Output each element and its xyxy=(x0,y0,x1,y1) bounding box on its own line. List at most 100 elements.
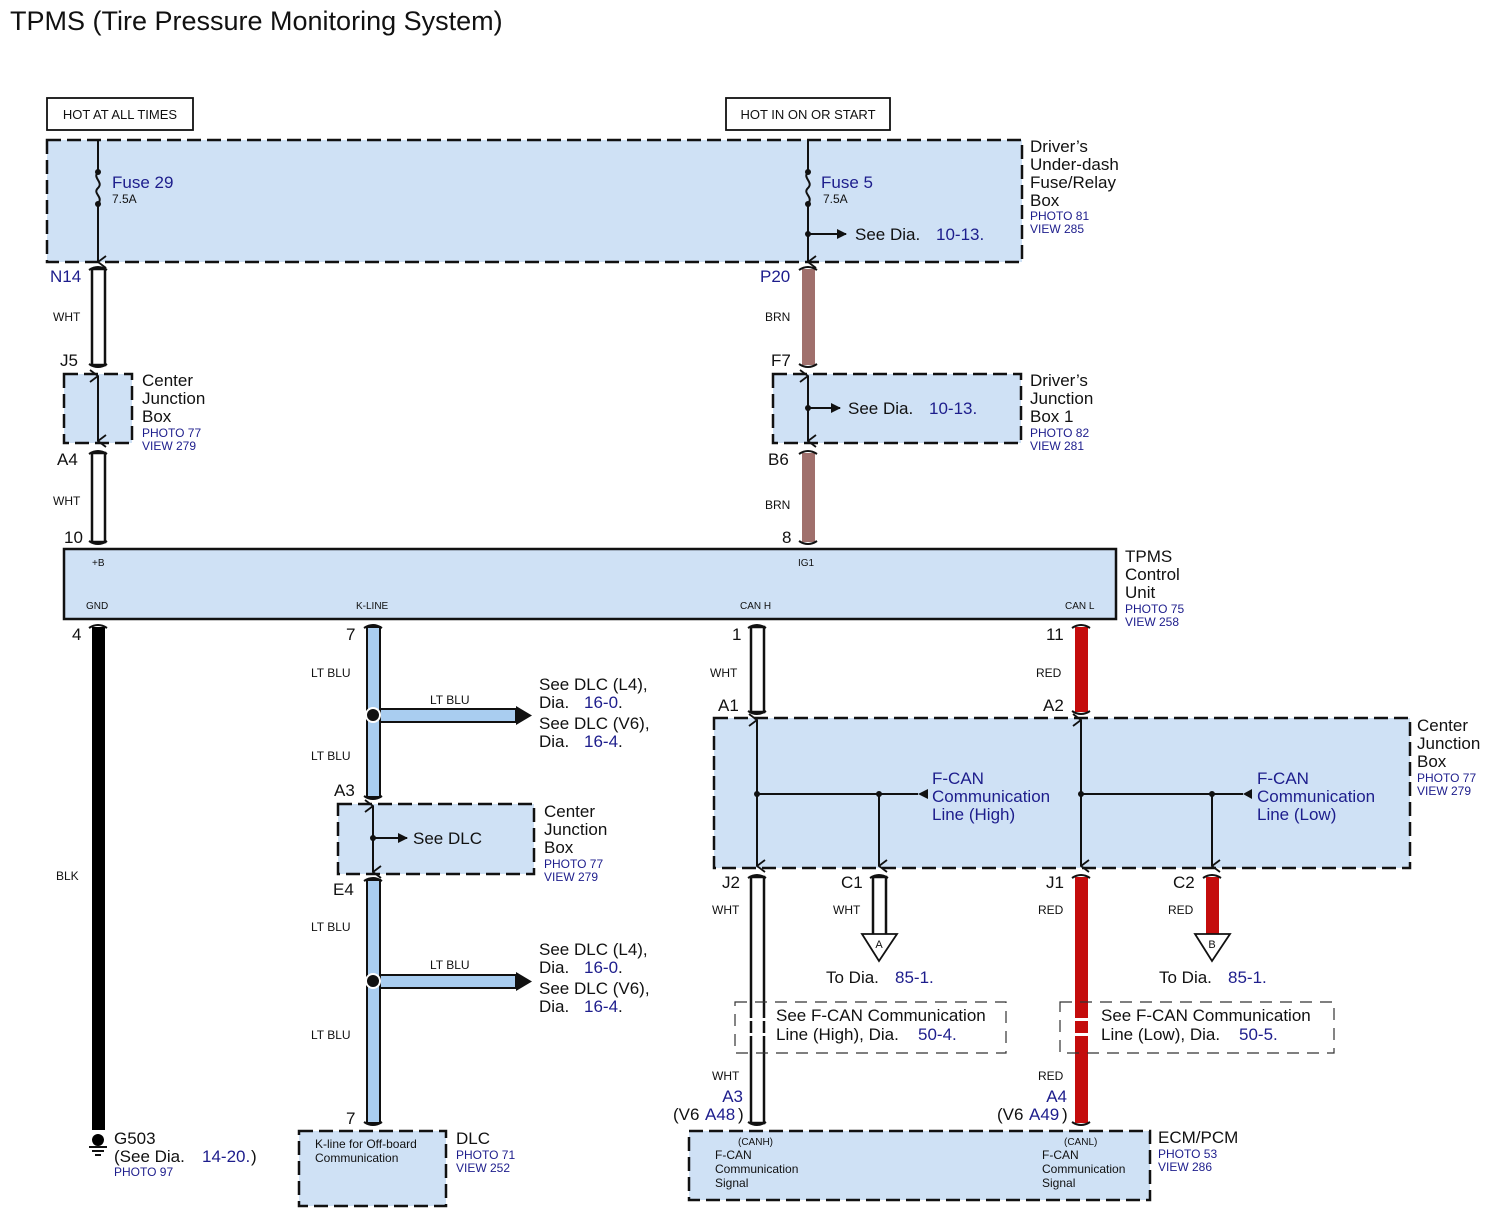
center-junction-box-can-label: Center Junction Box PHOTO 77 VIEW 279 xyxy=(1417,716,1480,798)
svg-text:Box 1: Box 1 xyxy=(1030,407,1073,426)
ecm-pcm-label: ECM/PCM PHOTO 53 VIEW 286 xyxy=(1158,1128,1238,1174)
svg-text:VIEW 279[interactable]: VIEW 279 xyxy=(544,870,598,884)
svg-text:Line (Low), Dia.: Line (Low), Dia. xyxy=(1101,1025,1220,1044)
fuse-5-label[interactable]: Fuse 5 xyxy=(821,173,873,192)
wire-wht-a4-10 xyxy=(88,450,108,545)
dia-16-4-link[interactable]: 16-4 xyxy=(584,997,618,1016)
pin-7-dlc: 7 xyxy=(346,1109,355,1128)
svg-text:LT BLU: LT BLU xyxy=(311,749,351,763)
svg-text:WHT: WHT xyxy=(833,903,861,917)
svg-text:PHOTO 77[interactable]: PHOTO 77 xyxy=(142,426,201,440)
dia-10-13-link[interactable]: 10-13. xyxy=(936,225,984,244)
svg-text:VIEW 258[interactable]: VIEW 258 xyxy=(1125,615,1179,629)
svg-text:Under-dash: Under-dash xyxy=(1030,155,1119,174)
svg-text:Communication: Communication xyxy=(932,787,1050,806)
pin-a2: A2 xyxy=(1043,696,1064,715)
pin-c2: C2 xyxy=(1173,873,1195,892)
view-ref[interactable]: VIEW 285 xyxy=(1030,222,1084,236)
svg-text:WHT: WHT xyxy=(712,903,740,917)
svg-text:LT BLU: LT BLU xyxy=(311,1028,351,1042)
page-title: TPMS (Tire Pressure Monitoring System) xyxy=(10,6,503,36)
fuse-5: Fuse 5 7.5A See Dia. 10-13. xyxy=(805,140,984,262)
svg-text:VIEW 279[interactable]: VIEW 279 xyxy=(1417,784,1471,798)
dia-16-4-link[interactable]: 16-4 xyxy=(584,732,618,751)
splice-icon xyxy=(367,709,379,721)
svg-text:BRN: BRN xyxy=(765,498,790,512)
pin-7: 7 xyxy=(346,625,355,644)
svg-text:Line (High), Dia.: Line (High), Dia. xyxy=(776,1025,899,1044)
svg-text:Center: Center xyxy=(544,802,595,821)
photo-ref[interactable]: PHOTO 81 xyxy=(1030,209,1089,223)
svg-text:IG1: IG1 xyxy=(798,558,815,569)
svg-text:+B: +B xyxy=(92,558,105,569)
svg-text:PHOTO 71[interactable]: PHOTO 71 xyxy=(456,1148,515,1162)
svg-text:Control: Control xyxy=(1125,565,1180,584)
svg-text:Fuse/Relay: Fuse/Relay xyxy=(1030,173,1116,192)
pin-8: 8 xyxy=(782,528,791,547)
svg-text:See Dia.: See Dia. xyxy=(855,225,920,244)
see-fcan-low-box xyxy=(1059,1001,1335,1054)
svg-text:F-CAN: F-CAN xyxy=(1042,1148,1079,1162)
svg-text:Junction: Junction xyxy=(142,389,205,408)
pin-b6: B6 xyxy=(768,450,789,469)
dia-85-1-link-a[interactable]: 85-1. xyxy=(895,968,934,987)
svg-text:See DLC (V6),: See DLC (V6), xyxy=(539,979,650,998)
svg-text:LT BLU: LT BLU xyxy=(311,666,351,680)
svg-text:Box: Box xyxy=(544,838,574,857)
pin-n14: N14 xyxy=(50,267,81,286)
svg-text:WHT: WHT xyxy=(53,310,81,324)
dia-16-0-link[interactable]: 16-0 xyxy=(584,693,618,712)
svg-text:Box: Box xyxy=(1030,191,1060,210)
svg-text:Line (High): Line (High) xyxy=(932,805,1015,824)
svg-text:Junction: Junction xyxy=(544,820,607,839)
svg-text:VIEW 279[interactable]: VIEW 279 xyxy=(142,439,196,453)
ecm-pcm xyxy=(687,1129,1152,1202)
svg-text:(CANL): (CANL) xyxy=(1064,1137,1097,1148)
wire-brn-p20-f7 xyxy=(798,266,818,368)
wire-wht-c1: A xyxy=(860,874,899,963)
pin-10: 10 xyxy=(64,528,83,547)
svg-text:Junction: Junction xyxy=(1417,734,1480,753)
svg-text:(CANH): (CANH) xyxy=(738,1137,773,1148)
svg-text:VIEW 281[interactable]: VIEW 281 xyxy=(1030,439,1084,453)
svg-text:): ) xyxy=(1062,1105,1068,1124)
see-dlc-label: See DLC xyxy=(413,829,482,848)
dlc-connector xyxy=(297,1129,448,1208)
dia-14-20-link[interactable]: 14-20. xyxy=(202,1147,250,1166)
fuse-icon xyxy=(95,171,101,205)
svg-text:PHOTO 75[interactable]: PHOTO 75 xyxy=(1125,602,1184,616)
svg-text:PHOTO 82[interactable]: PHOTO 82 xyxy=(1030,426,1089,440)
dlc-branch-upper: LT BLU xyxy=(365,693,532,725)
svg-text:Box: Box xyxy=(142,407,172,426)
tpms-control-unit xyxy=(62,547,1118,621)
svg-text:PHOTO 53[interactable]: PHOTO 53 xyxy=(1158,1147,1217,1161)
svg-text:LT BLU: LT BLU xyxy=(430,693,470,707)
svg-text:PHOTO 77[interactable]: PHOTO 77 xyxy=(544,857,603,871)
dia-50-4-link[interactable]: 50-4. xyxy=(918,1025,957,1044)
dia-10-13-link[interactable]: 10-13. xyxy=(929,399,977,418)
dia-16-0-link[interactable]: 16-0 xyxy=(584,958,618,977)
hot-in-on-or-start-label: HOT IN ON OR START xyxy=(740,107,875,122)
svg-text:(V6: (V6 xyxy=(673,1105,699,1124)
wire-red-j1-ecm xyxy=(1071,874,1091,1126)
svg-text:Box: Box xyxy=(1417,752,1447,771)
dia-85-1-link-b[interactable]: 85-1. xyxy=(1228,968,1267,987)
fuse-29-label[interactable]: Fuse 29 xyxy=(112,173,173,192)
svg-text:WHT: WHT xyxy=(53,494,81,508)
svg-text:B: B xyxy=(1208,939,1215,951)
dia-50-5-link[interactable]: 50-5. xyxy=(1239,1025,1278,1044)
svg-text:LT BLU: LT BLU xyxy=(430,958,470,972)
svg-text:VIEW 252[interactable]: VIEW 252 xyxy=(456,1161,510,1175)
svg-text:.: . xyxy=(618,997,623,1016)
svg-text:Center: Center xyxy=(142,371,193,390)
svg-text:.: . xyxy=(618,958,623,977)
svg-text:VIEW 286[interactable]: VIEW 286 xyxy=(1158,1160,1212,1174)
svg-text:WHT: WHT xyxy=(712,1069,740,1083)
svg-text:BRN: BRN xyxy=(765,310,790,324)
svg-text:PHOTO 77[interactable]: PHOTO 77 xyxy=(1417,771,1476,785)
wire-wht-j2-ecm xyxy=(747,874,767,1126)
svg-text:PHOTO 97[interactable]: PHOTO 97 xyxy=(114,1165,173,1179)
svg-text:See DLC (V6),: See DLC (V6), xyxy=(539,714,650,733)
arrow-right-icon xyxy=(516,972,532,991)
